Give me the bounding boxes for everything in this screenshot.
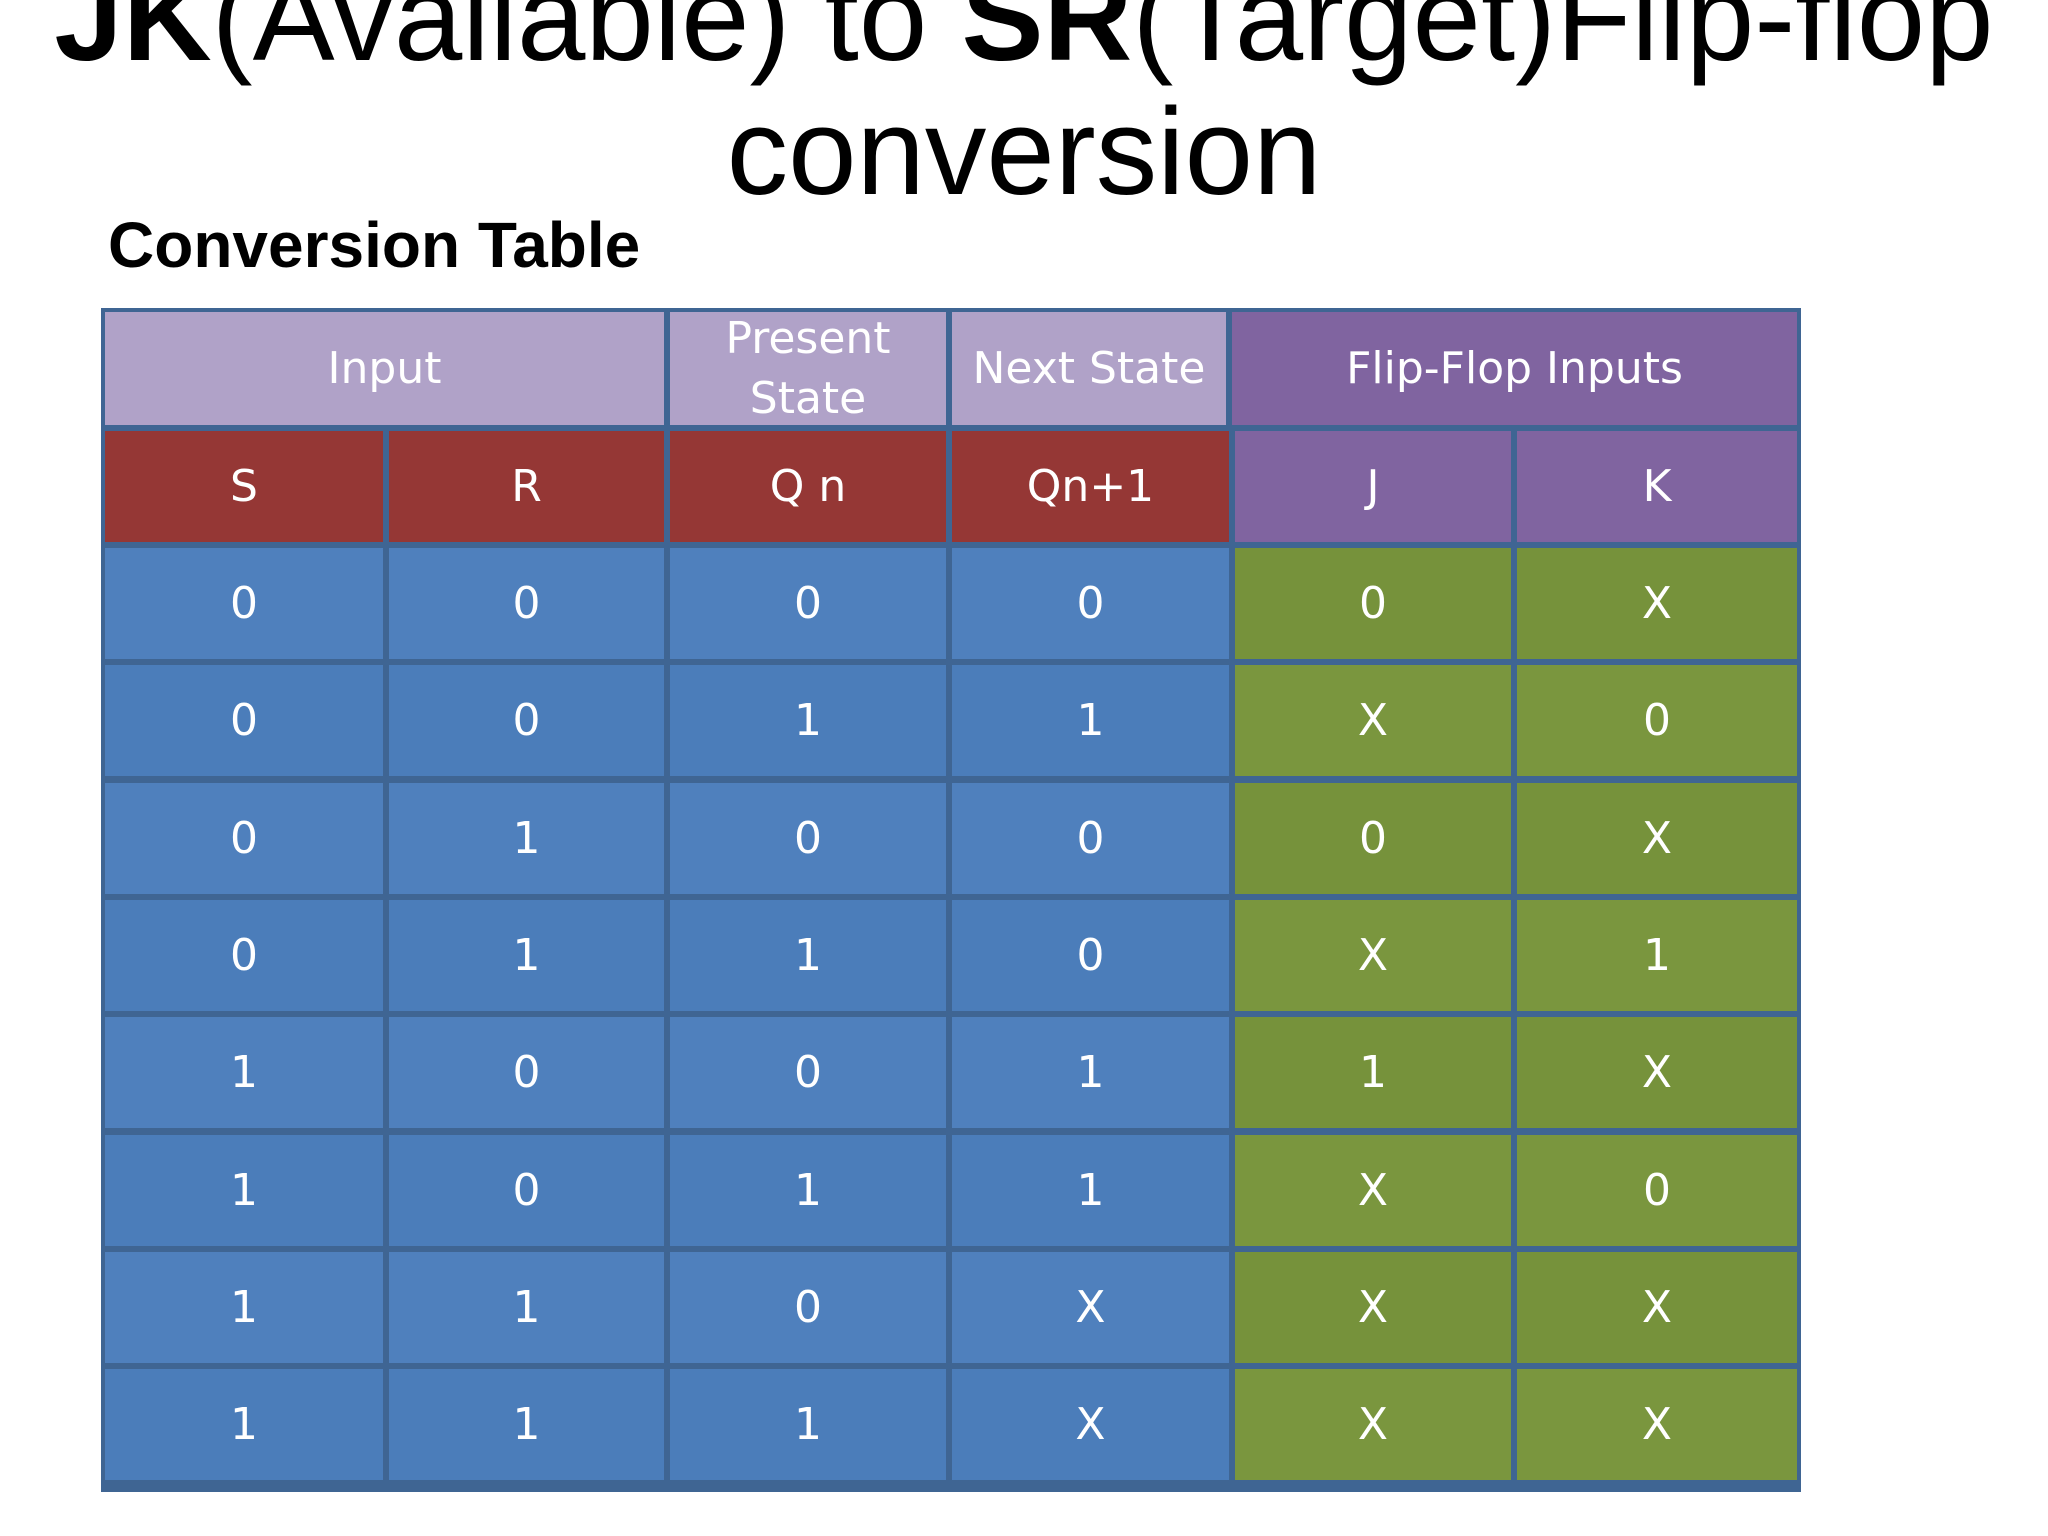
column-header-r: R [389,431,664,542]
table-cell-k: X [1517,1017,1797,1128]
title-sr: SR [961,0,1133,87]
table-cell-s: 0 [105,783,383,894]
group-header-input: Input [105,312,664,425]
group-header-next-state: Next State [952,312,1226,425]
table-cell-j: X [1235,1252,1511,1363]
table-cell-s: 1 [105,1369,383,1480]
title-jk: JK [54,0,212,87]
column-header-j: J [1235,431,1511,542]
table-cell-j: X [1235,900,1511,1011]
column-header-qn: Q n [670,431,946,542]
table-cell-qn1: 0 [952,783,1229,894]
table-cell-qn: 0 [670,783,946,894]
table-cell-r: 0 [389,548,664,659]
table-cell-s: 1 [105,1135,383,1246]
table-cell-qn1: X [952,1369,1229,1480]
table-cell-qn: 0 [670,548,946,659]
table-cell-r: 1 [389,1252,664,1363]
page-title: JK(Available) to SR(Target)Flip-flop con… [0,0,2048,210]
table-cell-k: 0 [1517,1135,1797,1246]
table-cell-k: X [1517,1369,1797,1480]
table-cell-qn: 1 [670,1369,946,1480]
table-cell-j: 0 [1235,548,1511,659]
column-header-k: K [1517,431,1797,542]
section-heading: Conversion Table [108,209,641,281]
group-header-flip-flop-inputs: Flip-Flop Inputs [1232,312,1797,425]
table-cell-qn1: 0 [952,548,1229,659]
table-cell-k: X [1517,783,1797,894]
conversion-table: Input Present State Next State Flip-Flop… [101,308,1801,1492]
table-cell-s: 0 [105,665,383,776]
table-cell-qn1: 0 [952,900,1229,1011]
table-cell-k: 1 [1517,900,1797,1011]
table-cell-j: X [1235,665,1511,776]
table-cell-qn: 1 [670,665,946,776]
table-cell-qn1: 1 [952,1135,1229,1246]
table-cell-r: 1 [389,783,664,894]
table-cell-j: X [1235,1135,1511,1246]
column-header-qn1: Qn+1 [952,431,1229,542]
title-available: (Available) to [211,0,962,87]
table-cell-j: 0 [1235,783,1511,894]
table-cell-qn: 0 [670,1017,946,1128]
table-cell-qn: 0 [670,1252,946,1363]
table-cell-j: 1 [1235,1017,1511,1128]
table-cell-r: 1 [389,1369,664,1480]
table-cell-j: X [1235,1369,1511,1480]
column-header-s: S [105,431,383,542]
table-cell-r: 0 [389,1135,664,1246]
table-cell-s: 0 [105,900,383,1011]
group-header-present-state: Present State [670,312,946,425]
table-cell-qn1: X [952,1252,1229,1363]
table-cell-r: 0 [389,665,664,776]
table-cell-r: 0 [389,1017,664,1128]
table-cell-qn1: 1 [952,1017,1229,1128]
table-cell-qn: 1 [670,900,946,1011]
table-cell-k: X [1517,548,1797,659]
table-cell-k: X [1517,1252,1797,1363]
title-target: (Target)Flip-flop conversion [726,0,1994,210]
table-cell-qn: 1 [670,1135,946,1246]
table-cell-r: 1 [389,900,664,1011]
table-cell-s: 1 [105,1252,383,1363]
table-cell-s: 1 [105,1017,383,1128]
table-cell-qn1: 1 [952,665,1229,776]
title-area: JK(Available) to SR(Target)Flip-flop con… [0,0,2048,210]
table-cell-k: 0 [1517,665,1797,776]
table-cell-s: 0 [105,548,383,659]
